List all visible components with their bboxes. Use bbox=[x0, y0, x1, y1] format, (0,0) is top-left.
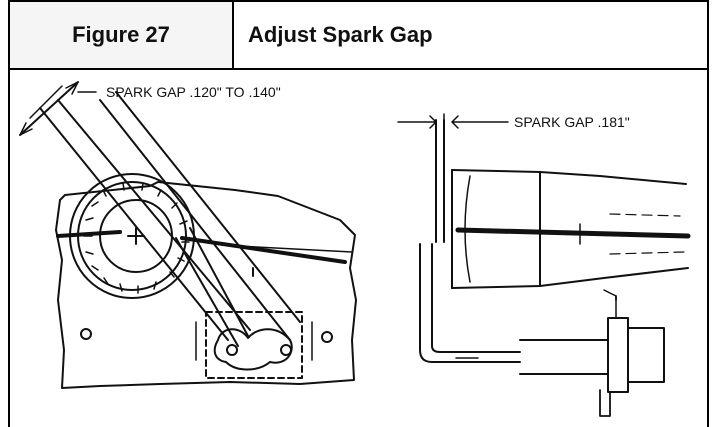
left-electrode-illustration bbox=[19, 81, 357, 389]
left-spark-gap-label: SPARK GAP .120" TO .140" bbox=[106, 84, 281, 100]
figure-number: Figure 27 bbox=[10, 2, 234, 68]
figure-title: Adjust Spark Gap bbox=[234, 2, 707, 68]
figure-header: Figure 27 Adjust Spark Gap bbox=[8, 0, 709, 70]
right-spark-gap-label: SPARK GAP .181" bbox=[514, 114, 630, 130]
right-electrode-illustration bbox=[397, 113, 691, 417]
